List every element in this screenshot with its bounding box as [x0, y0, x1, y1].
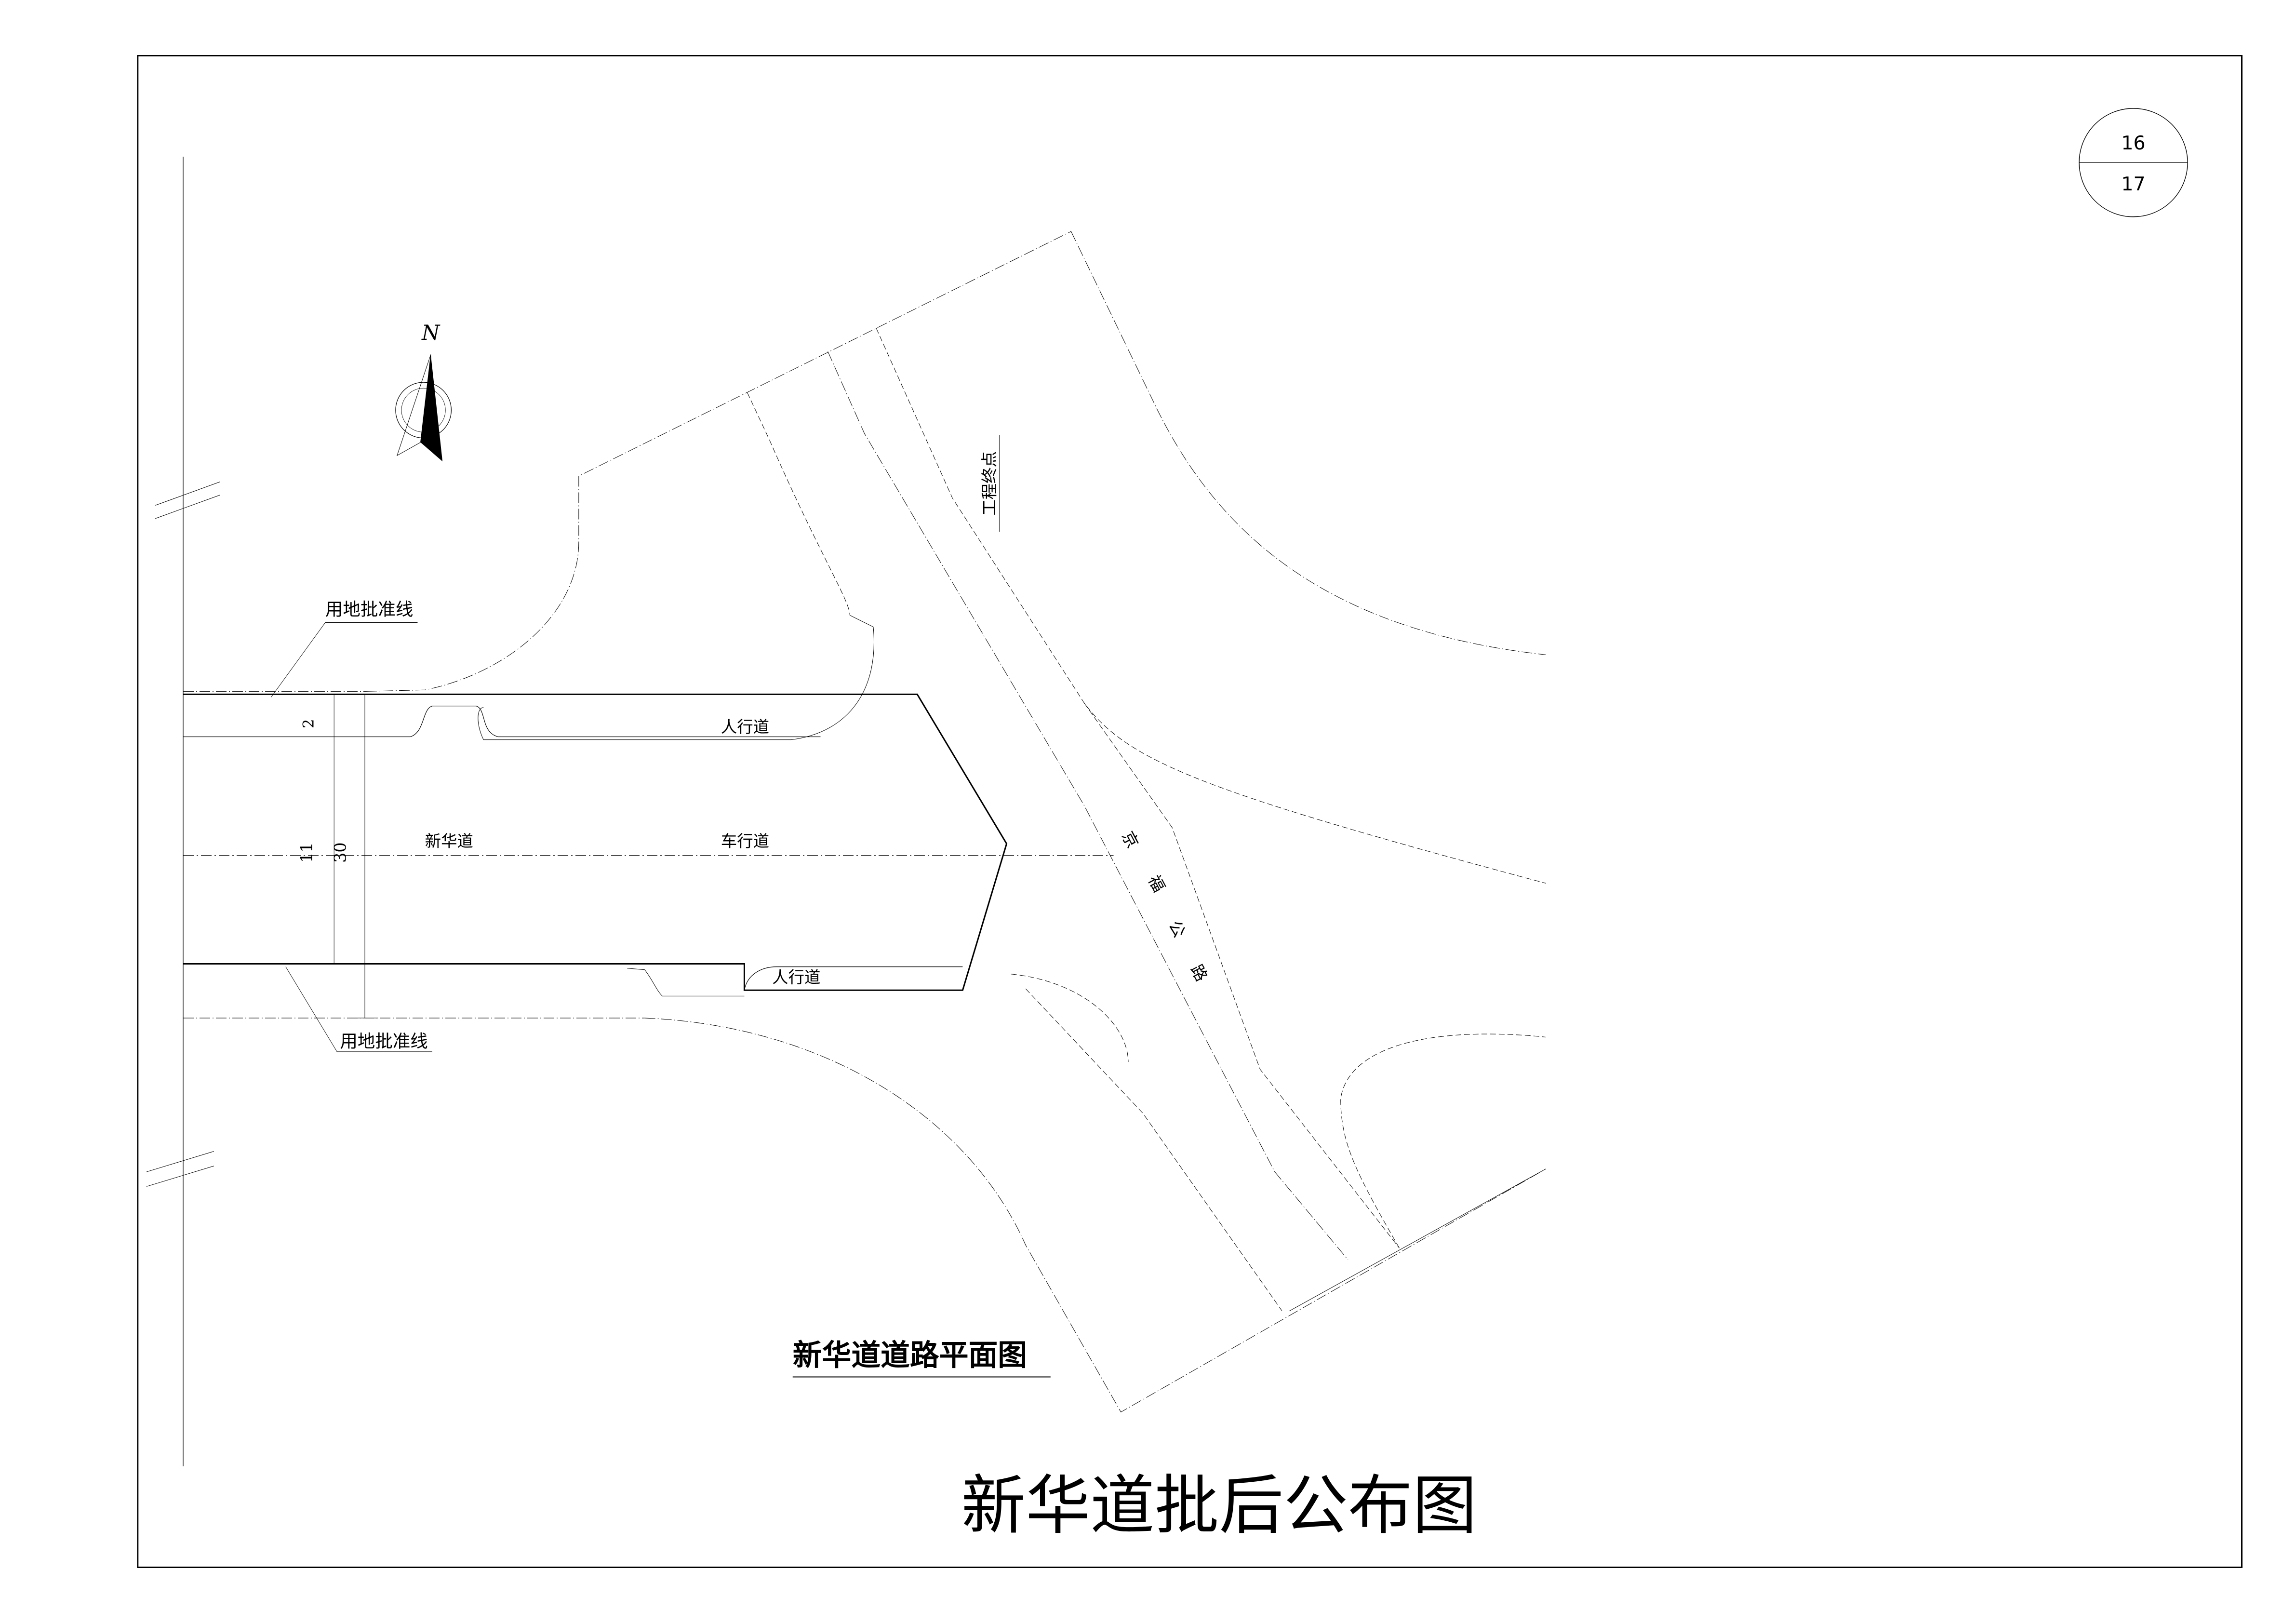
main-title: 新华道批后公布图 [961, 1468, 1477, 1543]
sidewalk-bottom-edge [744, 967, 962, 991]
north-label: N [421, 322, 441, 345]
jingfu-label-2: 福 [1145, 872, 1169, 895]
bottom-notch [627, 968, 744, 996]
land-line-label-top: 用地批准线 [325, 599, 413, 619]
dim-2: 2 [301, 719, 318, 728]
jingfu-label-1: 京 [1118, 828, 1142, 851]
sheet-frame [138, 55, 2242, 1567]
sheet-number-badge: 16 17 [2079, 108, 2188, 217]
dim-11: 11 [297, 842, 316, 863]
sidewalk-label-top: 人行道 [721, 717, 769, 736]
project-end-label: 工程终点 [980, 451, 999, 516]
road-name-label: 新华道 [425, 832, 473, 850]
left-boundary [147, 157, 220, 1466]
land-boundary-lines [183, 231, 1546, 1412]
sidewalk-label-bottom: 人行道 [772, 968, 820, 987]
sheet-number: 16 [2121, 132, 2145, 154]
dim-30: 30 [331, 842, 349, 863]
curb-return-top [478, 615, 874, 739]
jingfu-label-3: 公 [1165, 917, 1189, 940]
land-line-label-bottom: 用地批准线 [340, 1031, 427, 1052]
carriageway-label: 车行道 [721, 832, 769, 850]
sidewalk-top-edge [183, 706, 820, 737]
jingfu-road-lines [748, 328, 1546, 1311]
leader-lines [271, 435, 999, 1052]
north-arrow-icon: N [396, 322, 452, 462]
xinhua-road-outline [183, 694, 1007, 990]
jingfu-label-4: 路 [1187, 962, 1211, 985]
sheet-total: 17 [2121, 173, 2145, 195]
dimension-lines [315, 694, 378, 1018]
plan-title: 新华道道路平面图 [793, 1339, 1027, 1372]
